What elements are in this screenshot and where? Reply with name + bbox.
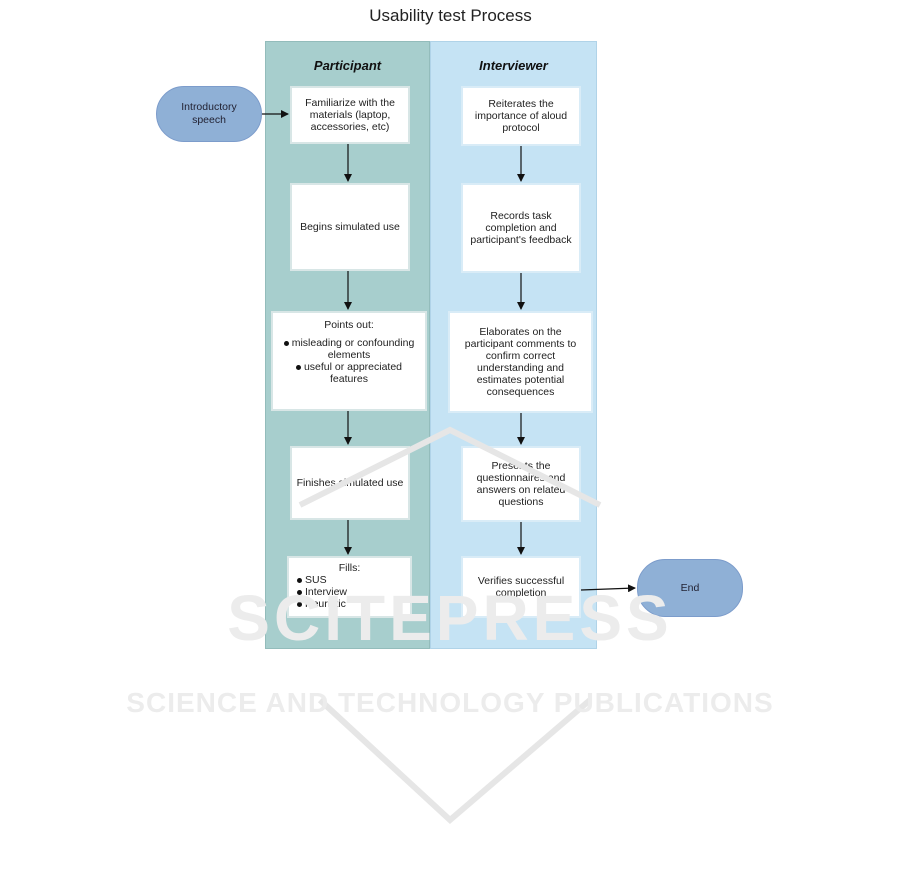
- bullet-icon: [283, 340, 289, 346]
- bullet-icon: [295, 364, 301, 370]
- end-terminal: End: [637, 559, 743, 617]
- verifies-step: Verifies successful completion: [461, 556, 581, 618]
- records-step: Records task completion and participant'…: [461, 183, 581, 273]
- points-out-step: Points out: misleading or confounding el…: [271, 311, 427, 411]
- points-out-item: useful or appreciated features: [277, 361, 421, 385]
- elaborates-step: Elaborates on the participant comments t…: [448, 311, 593, 413]
- reiterates-step: Reiterates the importance of aloud proto…: [461, 86, 581, 146]
- interviewer-lane-header: Interviewer: [479, 58, 548, 73]
- fills-item: Heuristic: [297, 598, 406, 610]
- points-out-list: misleading or confounding elements usefu…: [277, 337, 421, 385]
- bullet-icon: [297, 601, 302, 607]
- bullet-icon: [297, 577, 302, 583]
- fills-step: Fills: SUS Interview Heuristic: [287, 556, 412, 618]
- familiarize-step: Familiarize with the materials (laptop, …: [290, 86, 410, 144]
- begins-simulated-use-step: Begins simulated use: [290, 183, 410, 271]
- points-out-item: misleading or confounding elements: [277, 337, 421, 361]
- fills-item: SUS: [297, 574, 406, 586]
- bullet-icon: [297, 589, 302, 595]
- diagram-title: Usability test Process: [369, 6, 532, 25]
- fills-item: Interview: [297, 586, 406, 598]
- points-out-title: Points out:: [324, 319, 374, 331]
- start-terminal: Introductory speech: [156, 86, 262, 142]
- participant-lane-header: Participant: [313, 58, 382, 73]
- fills-list: SUS Interview Heuristic: [293, 574, 406, 610]
- arrow-verifies-to-end: [580, 584, 636, 593]
- fills-title: Fills:: [338, 562, 361, 574]
